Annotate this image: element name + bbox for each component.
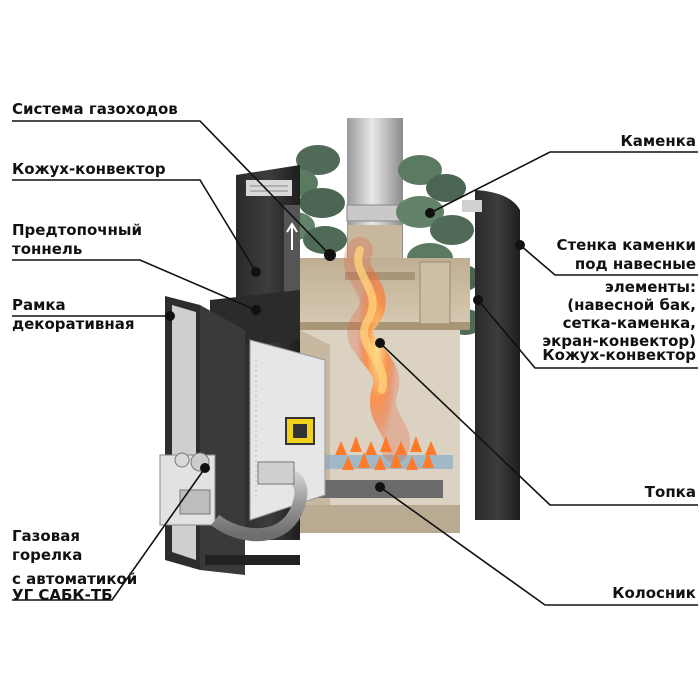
label-heater-wall-line2: под навесные <box>574 255 696 273</box>
label-heater-wall-line3: элементы: <box>604 278 696 296</box>
label-gas-burner-line3: с автоматикой <box>12 570 138 588</box>
label-decorative-frame-line1: Рамка <box>12 296 66 314</box>
label-heater-wall-line6: экран-конвектор) <box>542 332 696 350</box>
label-gas-burner-line4: УГ САБК-ТБ <box>12 586 113 604</box>
label-gas-burner-line1: Газовая <box>12 527 80 545</box>
label-pre-furnace-tunnel-line1: Предтопочный <box>12 221 142 239</box>
label-casing-convector-left: Кожух-конвектор <box>12 160 166 178</box>
leader-dots <box>165 208 525 492</box>
label-heater-wall-line4: (навесной бак, <box>567 296 696 314</box>
casing-right <box>462 190 520 520</box>
label-grate: Колосник <box>612 584 696 602</box>
leader-lines <box>12 120 698 606</box>
label-decorative-frame-line2: декоративная <box>12 315 135 333</box>
label-heater-wall-line1: Стенка каменки <box>556 236 696 254</box>
label-gas-burner-line2: горелка <box>12 546 83 564</box>
label-stone-heater: Каменка <box>620 132 696 150</box>
door-panel <box>249 339 326 521</box>
label-pre-furnace-tunnel-line2: тоннель <box>12 240 83 258</box>
label-flue-system: Система газоходов <box>12 100 178 118</box>
flames <box>335 237 437 470</box>
label-casing-convector-right: Кожух-конвектор <box>542 346 696 364</box>
label-heater-wall-line5: сетка-каменка, <box>562 314 696 332</box>
label-firebox: Топка <box>644 483 696 501</box>
